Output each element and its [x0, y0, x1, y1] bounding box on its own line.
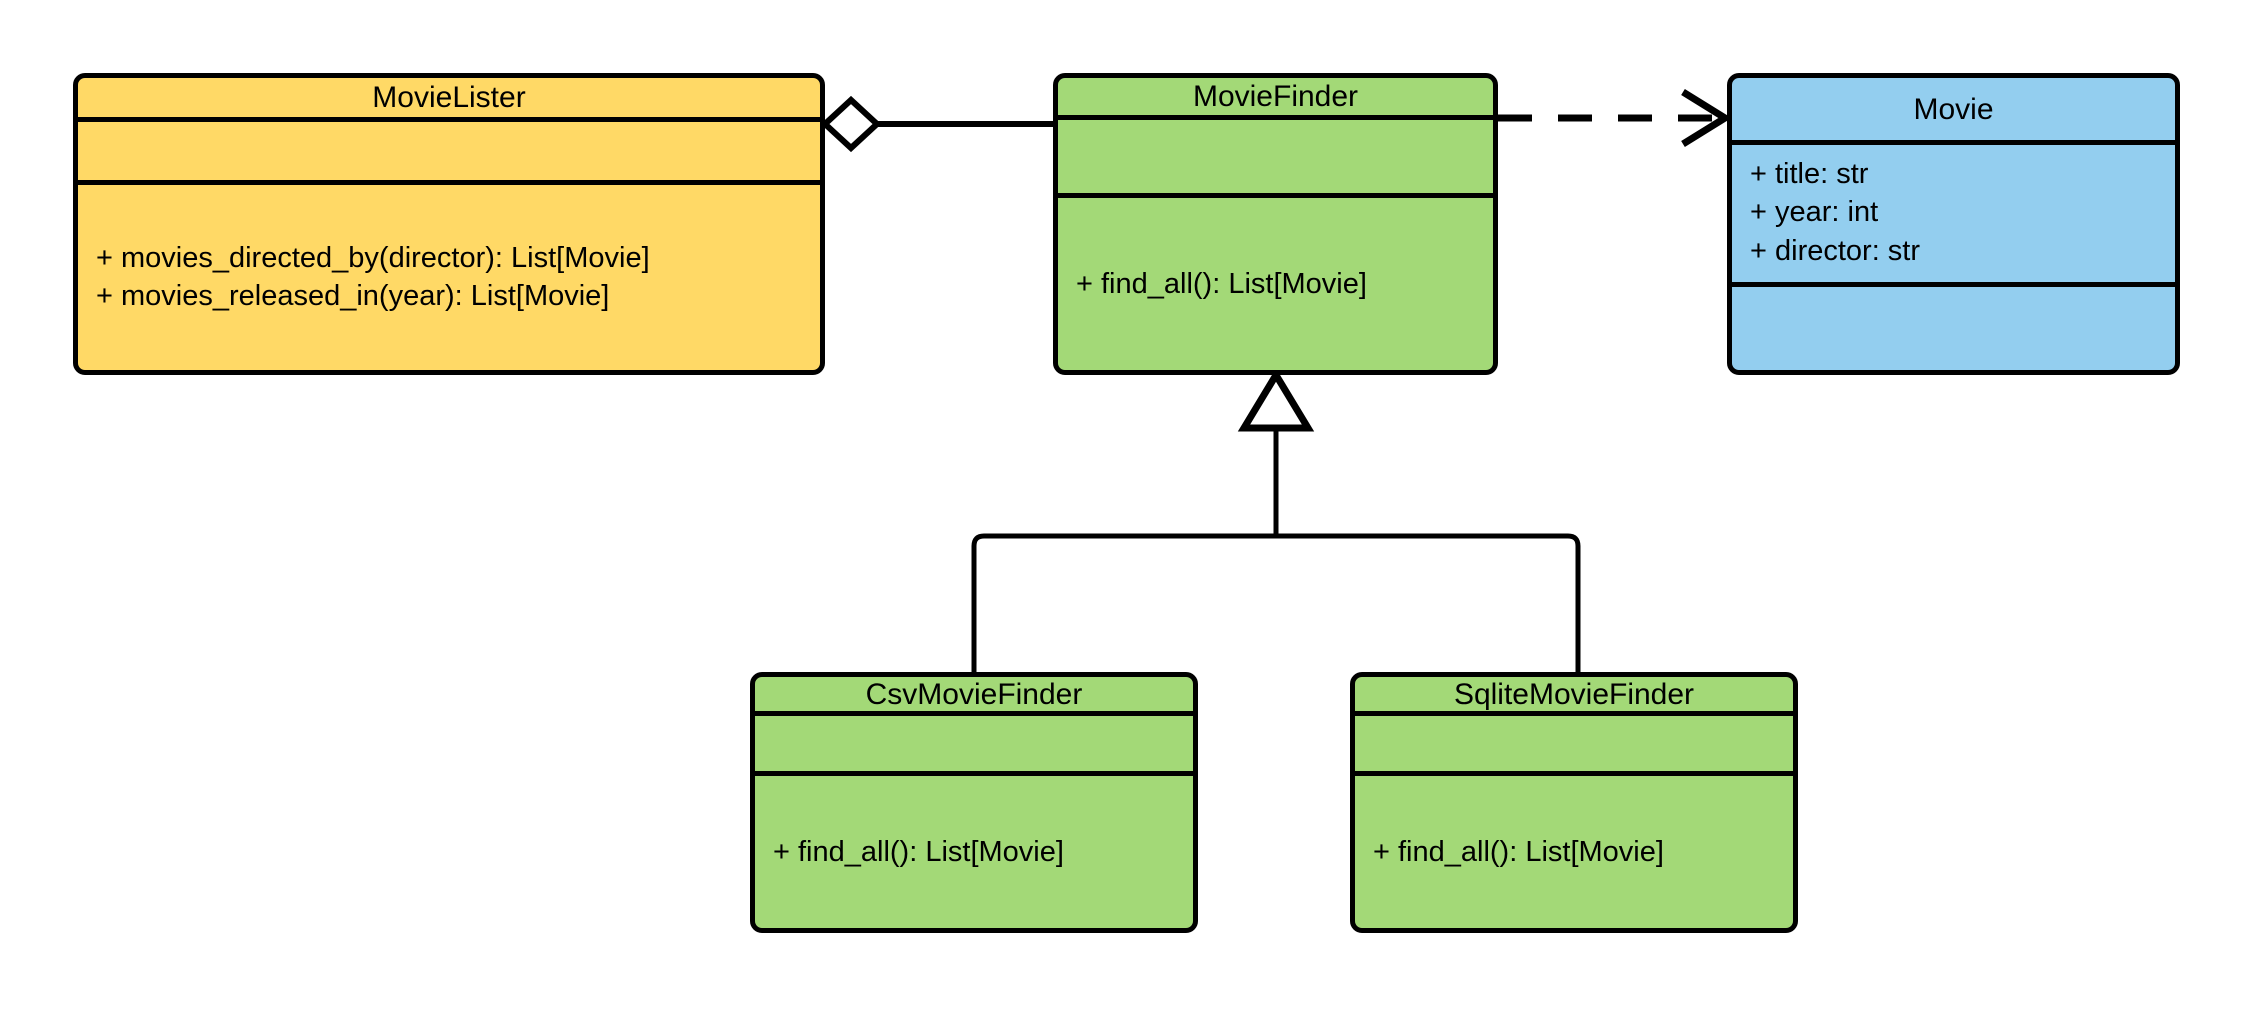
class-attribute-item: + director: str	[1750, 234, 1921, 267]
class-name-compartment: Movie	[1732, 78, 2175, 145]
generalization-bus	[971, 533, 1581, 672]
hollow-diamond-icon	[820, 95, 882, 153]
class-methods-compartment: + find_all(): List[Movie]	[1355, 776, 1793, 928]
class-title-csv-movie-finder: CsvMovieFinder	[865, 677, 1083, 711]
class-methods-compartment: + movies_directed_by(director): List[Mov…	[78, 185, 820, 370]
class-method-item: + find_all(): List[Movie]	[773, 835, 1064, 868]
class-methods-compartment: + find_all(): List[Movie]	[755, 776, 1193, 928]
class-title-sqlite-movie-finder: SqliteMovieFinder	[1453, 677, 1695, 711]
class-name-compartment: MovieLister	[78, 78, 820, 123]
aggregation-edge-movielister-moviefinder	[820, 95, 1053, 153]
class-box-movie[interactable]: Movie + title: str + year: int + directo…	[1727, 73, 2180, 375]
hollow-triangle-icon	[1237, 368, 1315, 432]
class-attributes-compartment: + title: str + year: int + director: str	[1732, 145, 2175, 287]
class-method-item: + find_all(): List[Movie]	[1373, 835, 1664, 868]
class-attributes-compartment	[1058, 120, 1493, 199]
class-method-item: + movies_directed_by(director): List[Mov…	[96, 241, 650, 274]
class-method-item: + movies_released_in(year): List[Movie]	[96, 280, 610, 313]
class-name-compartment: SqliteMovieFinder	[1355, 677, 1793, 716]
class-box-movie-lister[interactable]: MovieLister + movies_directed_by(directo…	[73, 73, 825, 375]
generalization-edge-tree	[971, 368, 1581, 672]
class-method-item: + find_all(): List[Movie]	[1076, 267, 1367, 300]
class-box-movie-finder[interactable]: MovieFinder + find_all(): List[Movie]	[1053, 73, 1498, 375]
class-name-compartment: CsvMovieFinder	[755, 677, 1193, 716]
class-attributes-compartment	[1355, 716, 1793, 776]
class-title-movie-finder: MovieFinder	[1192, 79, 1359, 113]
class-title-movie-lister: MovieLister	[372, 81, 526, 115]
class-box-csv-movie-finder[interactable]: CsvMovieFinder + find_all(): List[Movie]	[750, 672, 1198, 933]
class-title-movie: Movie	[1913, 92, 1994, 126]
dependency-edge-moviefinder-movie	[1498, 89, 1732, 147]
class-methods-compartment: + find_all(): List[Movie]	[1058, 198, 1493, 370]
class-box-sqlite-movie-finder[interactable]: SqliteMovieFinder + find_all(): List[Mov…	[1350, 672, 1798, 933]
class-methods-compartment	[1732, 287, 2175, 370]
class-attributes-compartment	[755, 716, 1193, 776]
class-attributes-compartment	[78, 122, 820, 185]
class-name-compartment: MovieFinder	[1058, 78, 1493, 120]
class-attribute-item: + title: str	[1750, 158, 1869, 190]
class-attribute-item: + year: int	[1750, 196, 1879, 229]
open-arrow-icon	[1681, 89, 1732, 147]
